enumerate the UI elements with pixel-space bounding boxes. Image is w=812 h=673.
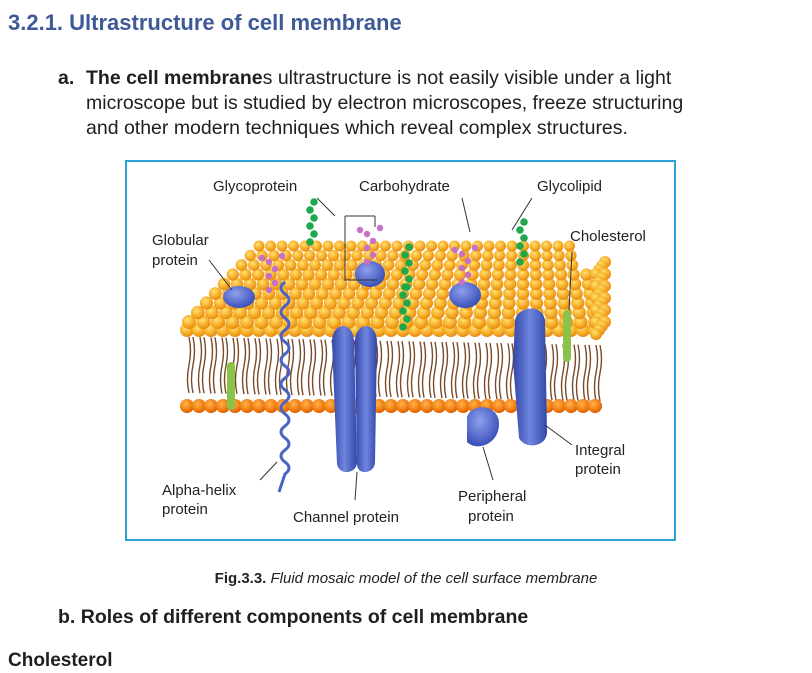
carbohydrate-chains	[258, 224, 479, 294]
subheading-b: b. Roles of different components of cell…	[58, 606, 529, 628]
label-peripheral-protein-2: protein	[468, 508, 514, 525]
section-number: 3.2.1.	[8, 10, 64, 35]
glycoprotein-blob-2	[449, 282, 481, 308]
paragraph-a: a. The cell membranes ultrastructure is n…	[58, 66, 806, 141]
pointer-lines	[208, 197, 573, 501]
label-globular-protein-1: Globular	[152, 232, 209, 249]
label-glycolipid: Glycolipid	[537, 178, 603, 195]
cholesterol-shape	[227, 310, 571, 410]
label-integral-protein-1: Integral	[575, 442, 626, 459]
caption-number: Fig.3.3.	[214, 570, 267, 587]
label-peripheral-protein-1: Peripheral	[458, 488, 527, 505]
channel-protein-shape	[332, 325, 357, 473]
figure-caption: Fig.3.3. Fluid mosaic model of the cell …	[0, 570, 812, 587]
subheading-cholesterol: Cholesterol	[8, 650, 113, 671]
integral-protein-shape	[513, 308, 547, 446]
label-carbohydrate: Carbohydrate	[359, 178, 450, 195]
label-alpha-helix-2: protein	[162, 501, 208, 518]
glycoprotein-blob	[355, 261, 385, 287]
paragraph-line1: s ultrastructure is not easily visible u…	[262, 67, 672, 89]
paragraph-line3: and other modern techniques which reveal…	[86, 117, 628, 139]
section-title: 3.2.1. Ultrastructure of cell membrane	[8, 10, 402, 36]
label-globular-protein-2: protein	[152, 252, 198, 269]
paragraph-marker: a.	[58, 67, 75, 89]
globular-protein-shape	[223, 286, 255, 308]
membrane-illustration	[180, 197, 611, 501]
label-integral-protein-2: protein	[575, 461, 621, 478]
glycolipid-chains	[306, 198, 528, 331]
label-glycoprotein: Glycoprotein	[213, 178, 298, 195]
label-channel-protein: Channel protein	[293, 509, 399, 526]
section-title-text: Ultrastructure of cell membrane	[69, 10, 402, 35]
channel-protein-shape-2	[355, 325, 377, 473]
membrane-figure: Glycoprotein Carbohydrate Glycolipid Glo…	[125, 160, 676, 541]
paragraph-lead: The cell membrane	[86, 67, 263, 89]
label-cholesterol: Cholesterol	[570, 228, 646, 245]
alpha-helix-shape	[277, 280, 291, 493]
caption-text: Fluid mosaic model of the cell surface m…	[270, 570, 598, 587]
paragraph-line2: microscope but is studied by electron mi…	[86, 92, 684, 114]
peripheral-protein-shape	[467, 407, 499, 447]
label-alpha-helix-1: Alpha-helix	[162, 482, 237, 499]
